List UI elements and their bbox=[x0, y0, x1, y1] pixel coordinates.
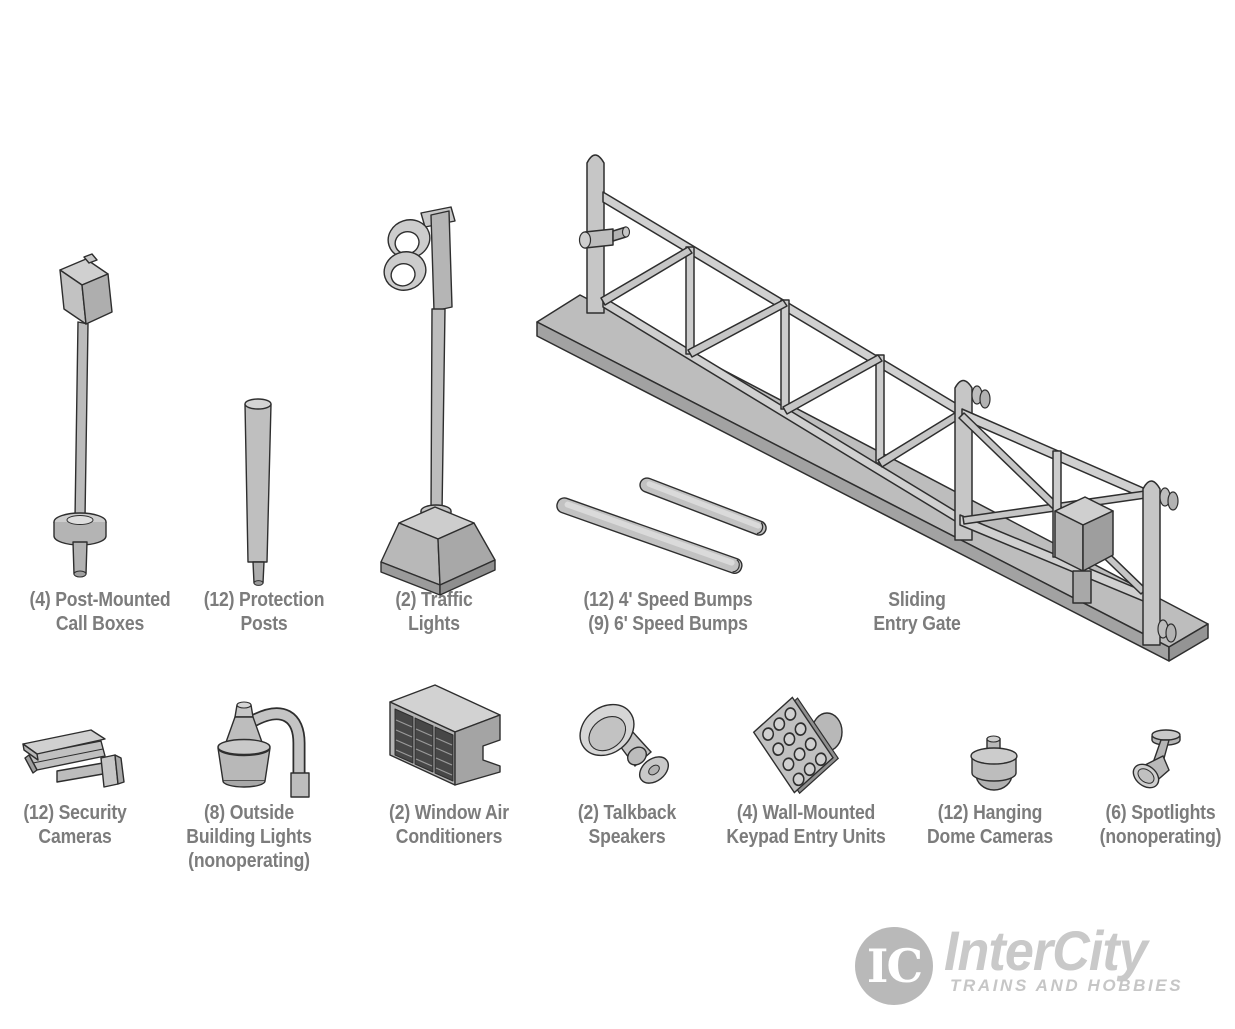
traffic-light-backplate bbox=[430, 210, 453, 312]
logo-monogram: IC bbox=[867, 939, 922, 993]
keypad-buttons bbox=[762, 707, 827, 787]
label-speed-bumps: (12) 4' Speed Bumps (9) 6' Speed Bumps bbox=[583, 589, 753, 635]
security-camera-illustration bbox=[22, 729, 125, 788]
post-mounted-call-box-illustration bbox=[53, 253, 113, 578]
label-talkback-speakers: (2) Talkback Speakers bbox=[577, 802, 677, 848]
speaker-horn bbox=[579, 703, 635, 757]
ac-side bbox=[454, 714, 501, 786]
logo-brand-text: InterCity bbox=[944, 919, 1148, 982]
call-box-pole bbox=[74, 321, 89, 519]
hanging-dome-camera-illustration bbox=[970, 735, 1018, 791]
sliding-entry-gate-illustration bbox=[536, 154, 1209, 662]
label-spotlights: (6) Spotlights (nonoperating) bbox=[1099, 802, 1222, 848]
intercity-logo: IC InterCity TRAINS AND HOBBIES bbox=[848, 919, 1235, 1024]
traffic-light-hood-top bbox=[387, 219, 431, 259]
label-traffic-lights: (2) Traffic Lights bbox=[395, 589, 473, 635]
traffic-light-pole bbox=[430, 308, 446, 514]
window-air-conditioner-illustration bbox=[389, 684, 501, 786]
label-sliding-entry-gate: Sliding Entry Gate bbox=[873, 589, 961, 635]
talkback-speaker-illustration bbox=[579, 703, 670, 784]
traffic-light-hood-bottom bbox=[383, 251, 427, 291]
wall-plate bbox=[290, 772, 310, 798]
lamp-shade bbox=[217, 747, 271, 782]
spotlight-canopy bbox=[1151, 729, 1181, 741]
keypad-entry-unit-illustration bbox=[752, 696, 843, 795]
label-protection-posts: (12) Protection Posts bbox=[203, 589, 325, 635]
speed-bumps-illustration bbox=[556, 477, 767, 574]
logo-tagline-text: TRAINS AND HOBBIES bbox=[950, 976, 1184, 995]
camera-arm bbox=[56, 762, 104, 783]
protection-post-illustration bbox=[244, 398, 272, 586]
spotlight-illustration bbox=[1132, 729, 1181, 789]
label-outside-building-lights: (8) Outside Building Lights (nonoperatin… bbox=[186, 802, 312, 872]
traffic-light-illustration bbox=[380, 206, 496, 596]
intercity-logo-mark: IC bbox=[855, 927, 933, 1005]
label-security-cameras: (12) Security Cameras bbox=[23, 802, 127, 848]
protection-post-body bbox=[244, 403, 272, 563]
label-keypad-entry-units: (4) Wall-Mounted Keypad Entry Units bbox=[726, 802, 886, 848]
gate-right-post bbox=[1142, 480, 1161, 646]
label-window-air-conditioners: (2) Window Air Conditioners bbox=[389, 802, 509, 848]
speed-bump-4ft bbox=[639, 477, 767, 536]
label-hanging-dome-cameras: (12) Hanging Dome Cameras bbox=[926, 802, 1054, 848]
label-post-mounted-call-boxes: (4) Post-Mounted Call Boxes bbox=[29, 589, 171, 635]
outside-building-light-illustration bbox=[217, 701, 310, 798]
speed-bump-6ft bbox=[556, 497, 743, 574]
